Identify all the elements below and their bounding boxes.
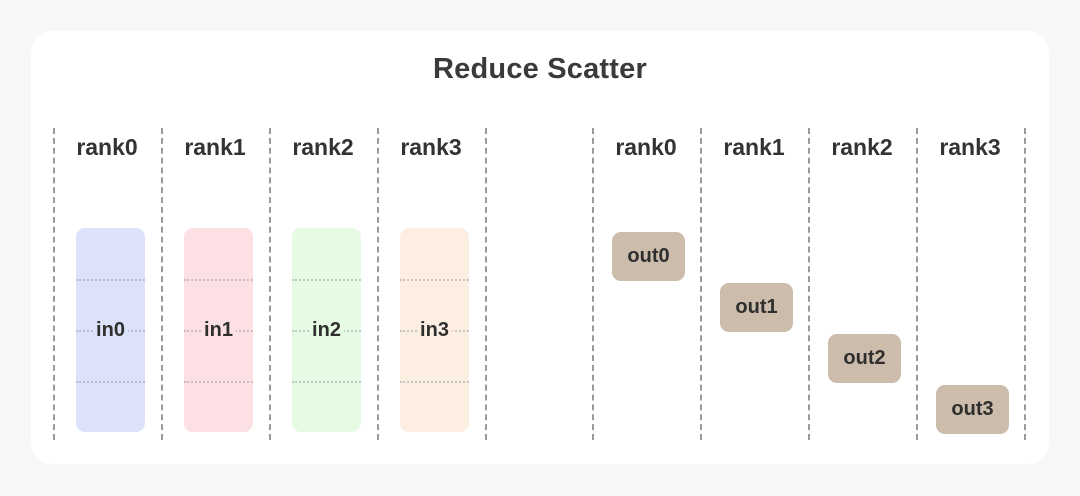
output-separator-4 [1024,128,1026,440]
output-rank-label-0: rank0 [615,134,677,160]
input-block-label: in0 [76,316,145,344]
output-block-rank1[interactable]: out1 [720,283,793,332]
output-block-label: out0 [627,245,670,267]
input-separator-0 [53,128,55,440]
output-block-rank2[interactable]: out2 [828,334,901,383]
output-separator-3 [916,128,918,440]
input-block-divider [400,381,469,383]
input-separator-2 [269,128,271,440]
input-rank-label-2: rank2 [292,134,354,160]
input-block-divider [76,381,145,383]
input-block-divider [184,381,253,383]
input-separator-3 [377,128,379,440]
output-block-label: out3 [951,398,994,420]
output-separator-0 [592,128,594,440]
input-block-divider [400,279,469,281]
input-block-label: in1 [184,316,253,344]
input-block-rank3[interactable]: in3 [400,228,469,432]
output-rank-label-1: rank1 [723,134,785,160]
output-rank-label-2: rank2 [831,134,893,160]
output-block-label: out2 [843,347,886,369]
output-rank-label-3: rank3 [939,134,1001,160]
input-block-divider [184,279,253,281]
input-rank-label-1: rank1 [184,134,246,160]
input-block-label: in3 [400,316,469,344]
input-block-label-text: in3 [417,319,452,341]
output-block-rank0[interactable]: out0 [612,232,685,281]
input-block-divider [76,279,145,281]
input-separator-1 [161,128,163,440]
input-block-divider [292,381,361,383]
input-block-divider [292,279,361,281]
output-block-label: out1 [735,296,778,318]
input-rank-label-0: rank0 [76,134,138,160]
output-separator-2 [808,128,810,440]
page-title: Reduce Scatter [433,53,647,85]
diagram-card: Reduce Scatter rank0 rank1 rank2 rank3 i… [31,31,1049,464]
input-block-rank1[interactable]: in1 [184,228,253,432]
input-block-label-text: in1 [201,319,236,341]
output-block-rank3[interactable]: out3 [936,385,1009,434]
input-block-label-text: in0 [93,319,128,341]
input-rank-label-3: rank3 [400,134,462,160]
input-block-rank2[interactable]: in2 [292,228,361,432]
input-separator-4 [485,128,487,440]
output-separator-1 [700,128,702,440]
input-block-rank0[interactable]: in0 [76,228,145,432]
input-block-label-text: in2 [309,319,344,341]
input-block-label: in2 [292,316,361,344]
